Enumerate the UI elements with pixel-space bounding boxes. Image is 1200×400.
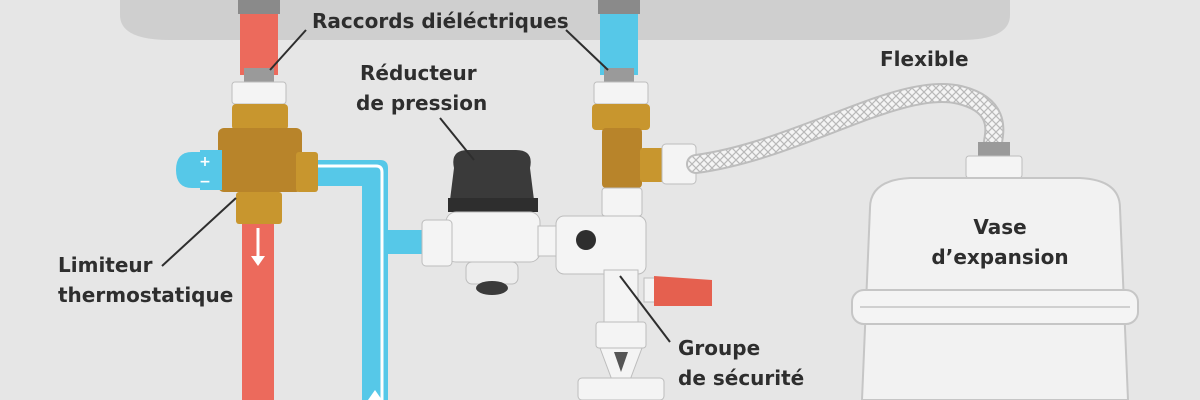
thermostatic-brass-cap [232,104,288,130]
label-vase-line2: d’expansion [931,245,1069,269]
leader-reducteur [439,117,475,161]
label-limiteur-line1: Limiteur [58,253,153,277]
pressure-reducer-inlet-nut [421,219,453,267]
water-heater-tank [120,0,1010,40]
up-arrow-icon [368,390,382,400]
pressure-reducer-knob-base [448,198,538,212]
safety-group-stem [603,269,639,331]
cold-supply-pipe-highlight [318,164,384,400]
safety-group-red-handle [654,276,712,306]
label-vase-line1: Vase [973,215,1027,239]
label-groupe-line1: Groupe [678,336,761,360]
cold-inlet-gray-collar [598,0,640,14]
thermostatic-adjust-knob [176,152,200,188]
knob-plus-sign: + [199,154,211,170]
label-reducteur-line1: Réducteur [360,61,477,85]
leader-groupe [619,275,671,343]
leader-raccords-cold [565,29,609,71]
tee-brass-cap [592,104,650,130]
label-groupe-de-securite: Groupe de sécurité [678,333,804,393]
label-groupe-line2: de sécurité [678,366,805,390]
safety-group-port [576,230,596,250]
label-reducteur-line2: de pression [356,91,488,115]
leader-limiteur [161,197,237,267]
cold-feed-to-reducer [384,230,428,254]
tee-brass-body [602,128,642,188]
cold-dielectric-fitting [604,68,634,82]
thermostatic-brass-body [218,128,302,192]
hot-outlet-gray-collar [238,0,280,14]
pressure-reducer-bottom [465,261,519,285]
tee-white-nut [601,187,643,217]
safety-group-lower-nut [595,321,647,349]
label-vase-d-expansion: Vase d’expansion [930,212,1070,272]
pressure-reducer-body [445,211,541,263]
label-reducteur-de-pression: Réducteur de pression [356,58,487,118]
expansion-vessel-connector [978,142,1010,158]
hot-white-nut [231,81,287,105]
pressure-reducer-black-knob [450,150,534,200]
safety-group-drain-cone [614,352,628,372]
thermostatic-brass-lower-nut [236,192,282,224]
leader-raccords-hot [269,29,307,71]
tee-brass-side [640,148,664,182]
thermostatic-brass-side [296,152,318,192]
thermostatic-cold-inlet-stub [200,150,222,190]
down-arrow-icon [251,228,265,266]
knob-minus-sign: − [199,174,211,190]
label-flexible: Flexible [880,47,969,71]
cold-white-nut [593,81,649,105]
flexible-hose-braid [688,85,1003,172]
safety-group-drain-base [577,377,665,400]
pressure-reducer-bottom-cap [476,281,508,295]
label-limiteur-thermostatique: Limiteur thermostatique [58,250,233,310]
safety-group-body [555,215,647,275]
label-raccords-dielectriques: Raccords diéléctriques [312,9,569,33]
label-limiteur-line2: thermostatique [58,283,234,307]
cold-supply-pipe [318,160,388,400]
expansion-vessel-neck [965,155,1023,179]
hot-dielectric-fitting [244,68,274,82]
